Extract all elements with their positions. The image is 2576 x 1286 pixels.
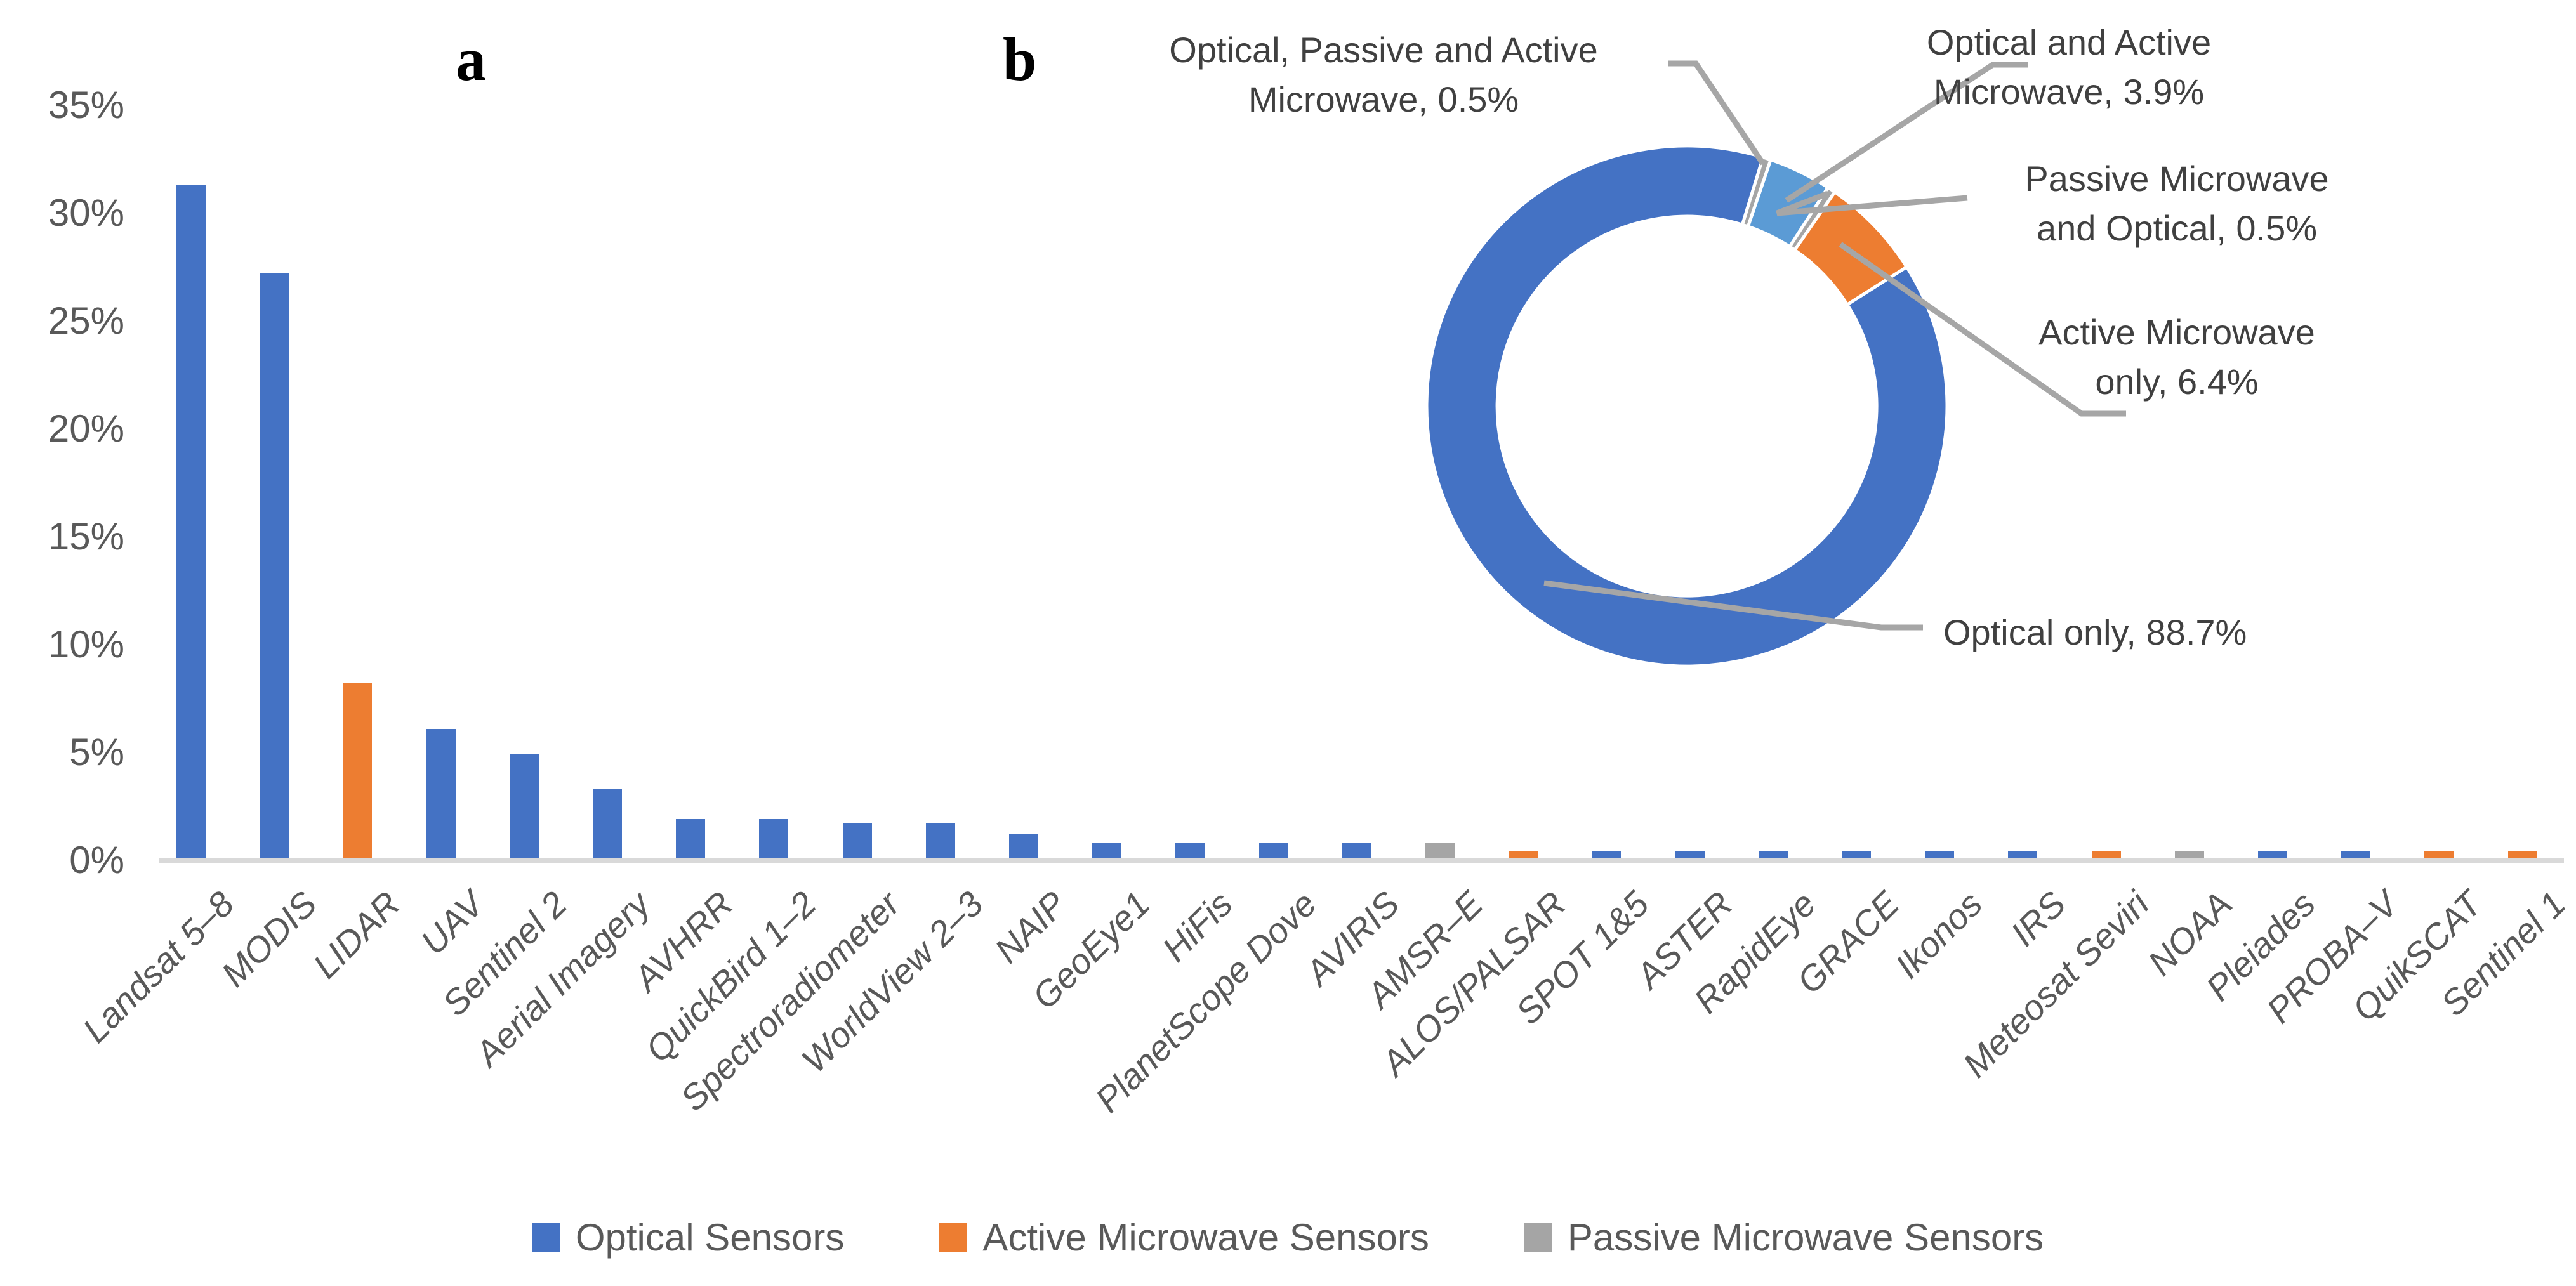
bar — [343, 683, 372, 860]
bar — [1425, 843, 1455, 860]
y-axis-tick: 35% — [48, 84, 124, 126]
chart-legend: Optical Sensors Active Microwave Sensors P… — [0, 1216, 2576, 1259]
legend-marker-icon — [939, 1223, 968, 1252]
panel-b-letter: b — [1003, 25, 1037, 93]
bar — [176, 185, 206, 860]
bar — [843, 823, 872, 860]
legend-item: Optical Sensors — [532, 1216, 845, 1259]
leader-line — [1839, 242, 2126, 417]
leader-line — [1668, 60, 1766, 166]
y-axis-tick: 0% — [69, 839, 124, 881]
donut-callout: Passive Microwave and Optical, 0.5% — [1923, 154, 2431, 253]
bar — [1175, 843, 1205, 860]
donut-callout-line: Active Microwave — [2038, 312, 2315, 352]
y-axis-tick: 30% — [48, 192, 124, 234]
bar — [676, 819, 705, 860]
legend-label: Passive Microwave Sensors — [1567, 1216, 2044, 1259]
y-axis-tick: 15% — [48, 515, 124, 558]
donut-callout-line: only, 6.4% — [2095, 362, 2259, 402]
donut-slice — [1425, 144, 1949, 668]
legend-marker-icon — [1524, 1223, 1552, 1252]
legend-item: Passive Microwave Sensors — [1524, 1216, 2044, 1259]
donut-callout-line: Optical, Passive and Active — [1169, 30, 1598, 70]
bar — [510, 754, 539, 860]
panel-a-letter: a — [456, 25, 486, 93]
bar — [1259, 843, 1288, 860]
bar — [926, 823, 955, 860]
bar — [1092, 843, 1121, 860]
bar — [1009, 834, 1038, 860]
legend-label: Optical Sensors — [575, 1216, 845, 1259]
donut-callout-line: Microwave, 0.5% — [1248, 79, 1519, 119]
y-axis-tick: 5% — [69, 731, 124, 773]
y-axis-tick: 25% — [48, 299, 124, 342]
donut-callout: Active Microwave only, 6.4% — [1929, 308, 2424, 407]
legend-label: Active Microwave Sensors — [982, 1216, 1429, 1259]
legend-marker-icon — [532, 1223, 560, 1252]
bar — [1342, 843, 1371, 860]
donut-slices — [1425, 144, 1949, 668]
bar — [759, 819, 788, 860]
y-axis-tick: 20% — [48, 407, 124, 450]
donut-callout-line: Optical only, 88.7% — [1943, 612, 2247, 652]
x-axis-line — [159, 858, 2564, 863]
legend-item: Active Microwave Sensors — [939, 1216, 1429, 1259]
leader-line — [1543, 580, 1923, 631]
donut-callout: Optical only, 88.7% — [1943, 608, 2540, 657]
bar — [260, 273, 289, 860]
leader-line — [1785, 62, 2028, 203]
bar — [593, 789, 622, 860]
y-axis-tick: 10% — [48, 623, 124, 666]
leader-lines — [1543, 60, 2126, 631]
leader-line — [1776, 190, 1968, 216]
donut-callout-line: Passive Microwave — [2024, 159, 2329, 199]
bar — [426, 729, 456, 860]
donut-callout-line: Microwave, 3.9% — [1933, 72, 2205, 112]
donut-callout-line: and Optical, 0.5% — [2036, 208, 2318, 248]
donut-callout-line: Optical and Active — [1926, 22, 2212, 62]
